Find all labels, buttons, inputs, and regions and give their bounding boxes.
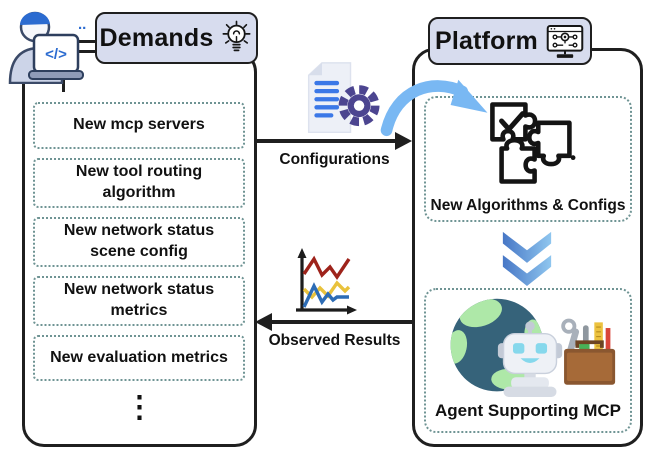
observed-results-label: Observed Results	[268, 332, 401, 349]
configurations-label: Configurations	[279, 151, 390, 168]
dev-down-connector	[62, 70, 65, 92]
platform-header: Platform	[428, 17, 592, 65]
configurations-arrow-head	[395, 132, 412, 150]
puzzle-pieces-icon	[478, 99, 582, 192]
curved-arrow-icon	[378, 72, 496, 143]
demands-title: Demands	[99, 23, 214, 52]
list-item: New mcp servers	[33, 102, 245, 149]
agent-label: Agent Supporting MCP	[434, 401, 622, 420]
svg-text:..: ..	[78, 16, 86, 33]
line-chart-icon	[287, 244, 359, 327]
double-chevron-down-icon	[498, 230, 556, 291]
platform-title: Platform	[434, 26, 538, 55]
lightbulb-icon	[220, 19, 253, 57]
document-gear-icon	[299, 60, 383, 143]
demands-list: New mcp servers New tool routing algorit…	[33, 102, 245, 381]
demands-header: Demands	[95, 12, 258, 64]
observed-results-arrow-head	[255, 313, 272, 331]
list-item: New network status scene config	[33, 217, 245, 267]
algorithms-label: New Algorithms & Configs	[430, 197, 626, 214]
developer-icon: .. </>	[4, 2, 88, 89]
laptop-code-text: </>	[45, 46, 67, 63]
more-items-ellipsis: ⋮	[124, 391, 155, 424]
configurations-arrow-line	[257, 139, 398, 143]
list-item: New evaluation metrics	[33, 335, 245, 381]
globe-robot-toolbox-icon	[438, 294, 623, 403]
list-item: New tool routing algorithm	[33, 158, 245, 208]
dev-to-header-connector	[74, 40, 98, 43]
list-item: New network status metrics	[33, 276, 245, 326]
monitor-circuit-icon	[545, 23, 585, 60]
observed-results-arrow-line	[271, 320, 412, 324]
